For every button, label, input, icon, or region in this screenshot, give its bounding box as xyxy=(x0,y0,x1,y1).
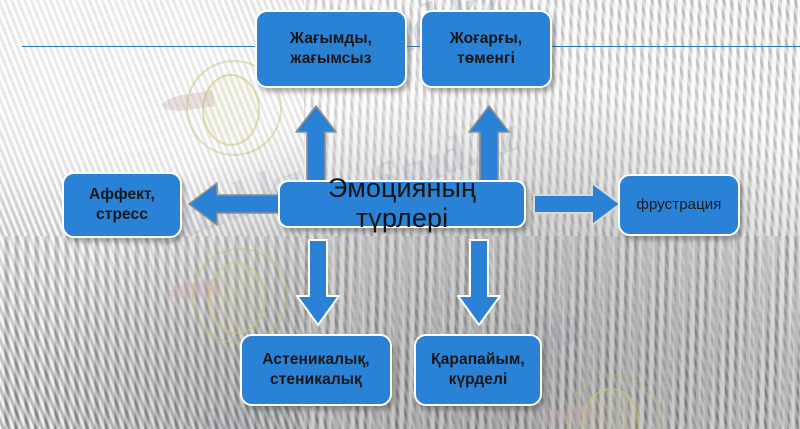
arrow-down-right xyxy=(455,238,503,328)
node-bottom-right-label: Қарапайым, күрделі xyxy=(431,350,525,391)
node-top-left-line1: Жағымды, xyxy=(289,29,373,47)
node-bottom-right[interactable]: Қарапайым, күрделі xyxy=(414,334,542,406)
node-center[interactable]: Эмоцияның түрлері xyxy=(278,173,526,233)
node-left-label: Аффект, стресс xyxy=(89,185,155,226)
header-divider-line xyxy=(22,46,800,47)
node-right-line1: фрустрация xyxy=(636,196,722,214)
node-bottom-left-line1: Астеникалық, xyxy=(262,350,370,368)
node-top-right-line1: Жоғарғы, xyxy=(449,29,523,47)
node-top-right-line2: төменгі xyxy=(457,50,515,67)
node-center-label: Эмоцияның түрлері xyxy=(328,173,476,233)
node-top-left-line2: жағымсыз xyxy=(290,50,372,67)
node-bottom-right-line2: күрделі xyxy=(448,371,508,388)
node-top-right-label: Жоғарғы, төменгі xyxy=(450,29,523,70)
node-top-right[interactable]: Жоғарғы, төменгі xyxy=(420,10,552,88)
arrow-right xyxy=(532,180,622,228)
node-top-left[interactable]: Жағымды, жағымсыз xyxy=(255,10,407,88)
node-right[interactable]: фрустрация xyxy=(618,174,740,236)
node-bottom-left-label: Астеникалық, стеникалық xyxy=(262,350,369,391)
node-center-line2: түрлері xyxy=(355,203,449,234)
node-bottom-left[interactable]: Астеникалық, стеникалық xyxy=(240,334,392,406)
node-left[interactable]: Аффект, стресс xyxy=(62,172,182,238)
arrow-down-left xyxy=(294,238,342,328)
node-center-line1: Эмоцияның xyxy=(328,173,476,203)
node-top-left-label: Жағымды, жағымсыз xyxy=(290,29,372,70)
node-left-line1: Аффект, xyxy=(89,185,155,203)
node-bottom-right-line1: Қарапайым, xyxy=(431,350,525,368)
node-left-line2: стресс xyxy=(96,206,148,223)
node-bottom-left-line2: стеникалық xyxy=(270,371,362,388)
background-bottom-stripes xyxy=(0,235,800,429)
arrow-left xyxy=(187,180,282,228)
node-right-label: фрустрация xyxy=(637,195,722,215)
